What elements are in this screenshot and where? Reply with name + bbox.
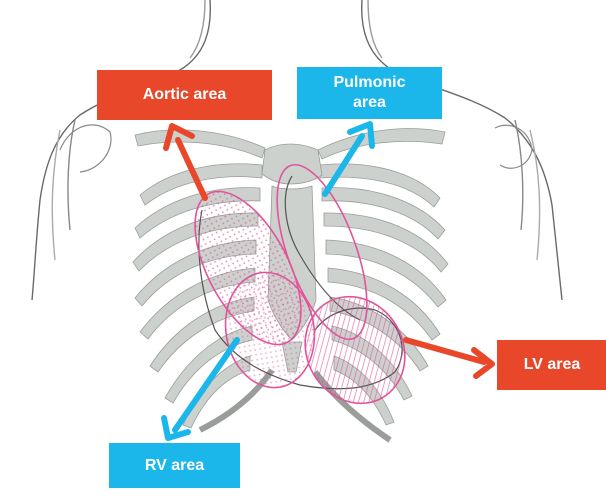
pulmonic-area-label: Pulmonic area [297,67,442,119]
aortic-area-label: Aortic area [97,70,272,120]
pulmonic-area-text-line1: Pulmonic [333,73,405,93]
lv-area-text: LV area [524,355,581,375]
rv-area-text: RV area [145,456,204,476]
aortic-area-text: Aortic area [143,85,227,105]
pulmonic-area-text-line2: area [353,93,386,113]
rv-area-label: RV area [109,443,240,488]
lv-area-label: LV area [497,340,606,390]
